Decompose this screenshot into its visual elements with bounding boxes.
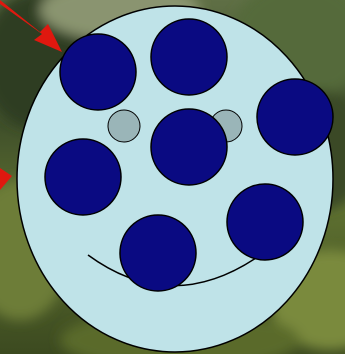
target-circle-1[interactable] [60,34,136,110]
target-circle-5[interactable] [45,139,121,215]
target-circle-6[interactable] [227,184,303,260]
target-circle-3[interactable] [257,79,333,155]
target-circle-4[interactable] [151,109,227,185]
target-circle-7[interactable] [120,215,196,291]
target-circle-2[interactable] [151,19,227,95]
small-circle-1 [108,110,140,142]
